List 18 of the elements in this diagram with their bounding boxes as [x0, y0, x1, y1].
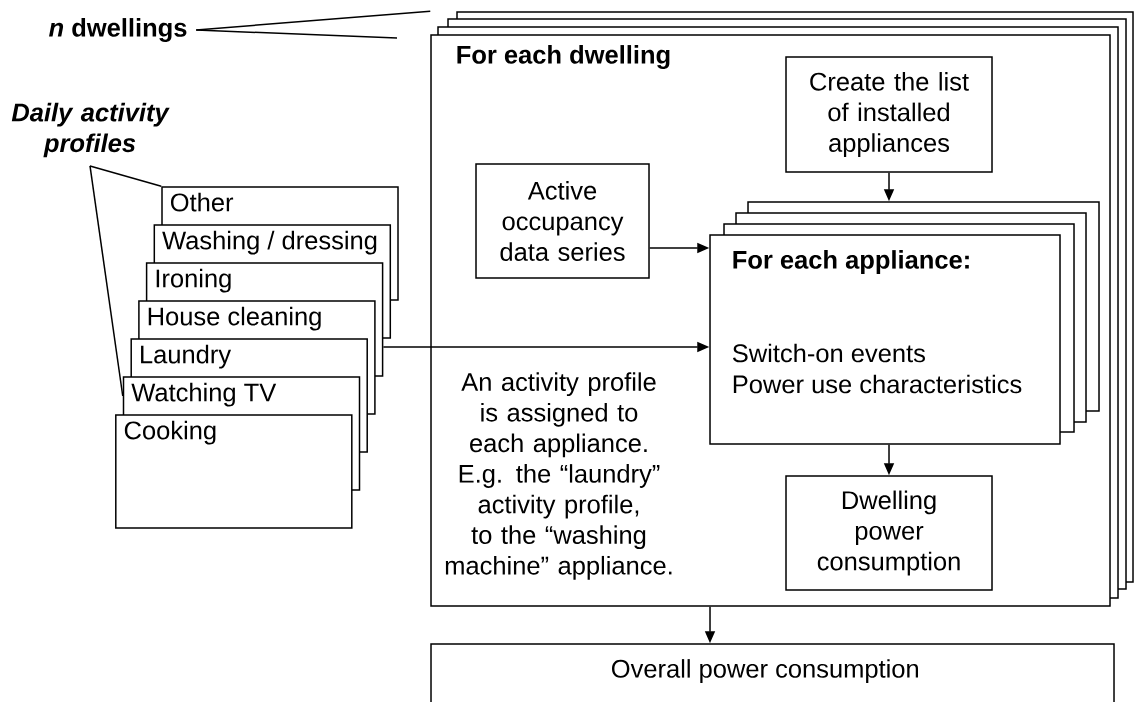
- output-box: Overall power consumption: [430, 643, 1115, 702]
- process-box: Create the list of installed appliances: [785, 56, 993, 173]
- process-box: Active occupancy data series: [475, 163, 650, 279]
- profile-card: Other: [161, 186, 399, 226]
- profile-card: Ironing: [145, 262, 384, 302]
- leader-line: [89, 165, 162, 187]
- process-box: Dwelling power consumption: [785, 475, 993, 591]
- stacked-frames: For each appliance: Switch-on events Power use characteristics: [709, 201, 1100, 445]
- profile-card: Watching TV: [122, 376, 361, 416]
- profile-card: Washing / dressing: [153, 224, 392, 264]
- leader-line: [195, 29, 398, 39]
- caption-text: Daily activity profiles: [11, 102, 170, 158]
- profile-card: House cleaning: [138, 300, 376, 340]
- profile-card: Laundry: [130, 338, 368, 378]
- caption-text: n dwellings: [49, 18, 187, 42]
- note-paragraph: An activity profile is assigned to each appliance. E.g. the “laundry” activity profile, to the “washing machine” appliance.: [445, 372, 672, 580]
- profile-card: Cooking: [115, 414, 353, 529]
- leader-line: [89, 165, 124, 397]
